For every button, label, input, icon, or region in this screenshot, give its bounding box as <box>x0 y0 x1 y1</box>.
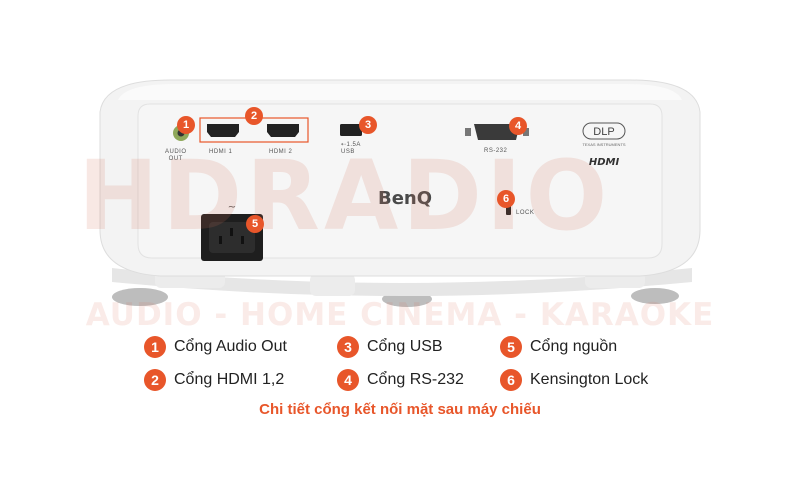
top-lid <box>118 84 682 100</box>
legend-label: Cổng USB <box>367 338 443 355</box>
dlp-sub: TEXAS INSTRUMENTS <box>582 142 625 147</box>
legend-number: 1 <box>144 336 166 358</box>
hdmi-logo: HDMI <box>589 157 620 168</box>
foot-right <box>631 288 679 304</box>
dlp-logo-box <box>582 122 626 140</box>
callout-4: 4 <box>509 117 527 135</box>
power-pin-left <box>219 236 222 244</box>
legend-item-usb: 3 Cổng USB <box>337 335 443 359</box>
legend-item-power: 5 Cổng nguồn <box>500 335 617 359</box>
legend-label: Cổng RS-232 <box>367 371 464 388</box>
rs232-label: RS-232 <box>484 148 508 154</box>
legend-label: Cổng nguồn <box>530 338 618 355</box>
rs232-screw-right <box>523 128 529 136</box>
callout-5: 5 <box>246 215 264 233</box>
legend-label: Cổng Audio Out <box>174 338 287 355</box>
power-pin-center <box>230 228 233 236</box>
legend-label: Kensington Lock <box>530 371 649 388</box>
foot-left <box>112 288 168 306</box>
legend-number: 6 <box>500 369 522 391</box>
legend-item-kensington: 6 Kensington Lock <box>500 368 648 392</box>
power-pin-right <box>241 236 244 244</box>
callout-6: 6 <box>497 190 515 208</box>
usb-label: ⇠1.5A USB <box>341 142 361 155</box>
legend-number: 2 <box>144 369 166 391</box>
dlp-logo: DLP <box>593 126 614 138</box>
hdmi1-label: HDMI 1 <box>209 149 233 155</box>
caption: Chi tiết cổng kết nối mặt sau máy chiếu <box>259 401 541 418</box>
lock-label: LOCK <box>516 210 535 216</box>
hdmi2-label: HDMI 2 <box>269 149 293 155</box>
watermark-main: HDRADIO <box>78 140 612 252</box>
rs232-screw-left <box>465 128 471 136</box>
legend-item-hdmi: 2 Cổng HDMI 1,2 <box>144 368 284 392</box>
audio-out-label: AUDIO OUT <box>165 149 187 162</box>
callout-2: 2 <box>245 107 263 125</box>
legend-number: 5 <box>500 336 522 358</box>
power-socket-inner <box>209 222 255 253</box>
rs232-port <box>474 124 520 140</box>
legend-number: 4 <box>337 369 359 391</box>
watermark-sub: AUDIO - HOME CINEMA - KARAOKE <box>85 297 715 333</box>
legend-number: 3 <box>337 336 359 358</box>
ac-symbol: ~ <box>228 202 236 213</box>
callout-3: 3 <box>359 116 377 134</box>
callout-1: 1 <box>177 116 195 134</box>
usb-port <box>340 124 362 136</box>
hdmi-port-2 <box>267 124 299 137</box>
legend-label: Cổng HDMI 1,2 <box>174 371 285 388</box>
brand-logo: BenQ <box>378 188 432 209</box>
hdmi-port-1 <box>207 124 239 137</box>
legend-item-rs232: 4 Cổng RS-232 <box>337 368 464 392</box>
base-shadow <box>112 268 692 296</box>
bottom-pad-mid <box>310 274 355 296</box>
legend-item-audio-out: 1 Cổng Audio Out <box>144 335 287 359</box>
